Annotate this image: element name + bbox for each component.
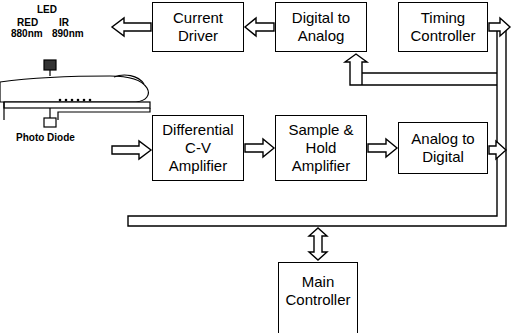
sensor-platform (4, 102, 150, 108)
controller-box: Main Controller (278, 262, 358, 333)
bus-to-dac-band (362, 72, 497, 73)
led-label: 890nm (52, 28, 84, 39)
timing-box: Timing Controller (398, 2, 488, 52)
led-label: LED (37, 4, 57, 15)
box-label: Differential C-V Amplifier (157, 121, 239, 175)
box-label: Sample & Hold Amplifier (280, 121, 362, 175)
box-label: Digital to Analog (280, 9, 362, 45)
led-label: 880nm (11, 28, 43, 39)
box-label: Current Driver (157, 9, 239, 45)
dac-box: Digital to Analog (275, 2, 367, 52)
driver-box: Current Driver (152, 2, 244, 52)
main-bus-arrow (309, 228, 327, 260)
sensor-wall (4, 102, 150, 120)
system-bus (128, 30, 506, 226)
adc-box: Analog to Digital (398, 122, 488, 174)
sensor-dot (83, 99, 86, 102)
box-label: Main Controller (283, 273, 353, 309)
led-lead (49, 70, 50, 76)
finger (0, 76, 148, 102)
signal-arrow (368, 139, 397, 157)
led-package (44, 60, 56, 70)
box-label: Analog to Digital (403, 130, 483, 166)
sensor-dot (77, 99, 80, 102)
signal-arrow (245, 139, 274, 157)
timing-to-bus-arrow (489, 18, 510, 36)
photo-diode-lead (49, 108, 50, 118)
sensor-dot (65, 99, 68, 102)
led-label: IR (59, 17, 69, 28)
fingernail (114, 75, 144, 84)
photo-diode (44, 118, 56, 127)
amplifier-box: Differential C-V Amplifier (152, 115, 244, 181)
box-label: Timing Controller (403, 9, 483, 45)
component-label: Photo Diode (16, 132, 75, 143)
sample-hold-box: Sample & Hold Amplifier (275, 115, 367, 181)
sensor-dot (89, 99, 92, 102)
pd-to-amp-arrow (112, 141, 151, 159)
driver-to-led-arrow (112, 18, 151, 36)
adc-to-bus-arrow (489, 141, 506, 159)
sensor-dot (59, 99, 62, 102)
bus-to-dac-arrow (345, 54, 497, 85)
sensor-dot (71, 99, 74, 102)
led-label: RED (17, 17, 38, 28)
signal-arrow (245, 18, 274, 36)
